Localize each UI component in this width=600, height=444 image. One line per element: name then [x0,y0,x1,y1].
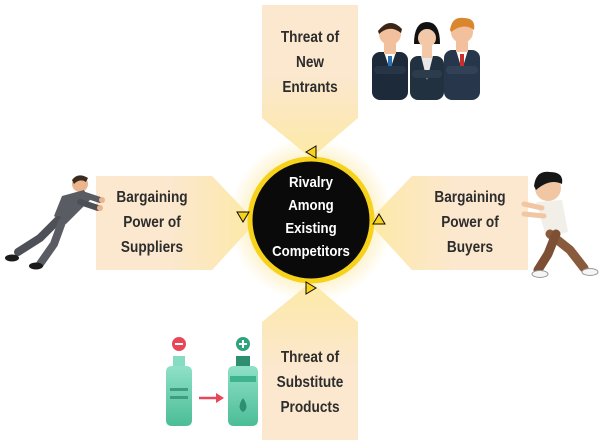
bargaining-power-of-buyers-label: Bargaining Power of Buyers [434,188,506,256]
force-arrow-bottom [262,282,358,440]
force-arrow-left [96,176,256,270]
ring-arrow-bottom [305,281,317,295]
bottle-substitution-icon [166,337,258,426]
man-pushing-icon [5,175,105,270]
boy-pushing-icon [521,171,599,278]
threat-of-new-entrants-label: Threat of New Entrants [280,28,340,96]
bargaining-power-of-suppliers-label: Bargaining Power of Suppliers [116,188,188,256]
rivalry-circle [247,156,375,284]
rivalry-among-existing-competitors-label: Rivalry Among Existing Competitors [272,174,350,260]
ring-arrow-left [236,211,250,223]
businesspeople-group-icon [372,17,480,100]
force-arrow-right [368,176,528,270]
threat-of-substitute-products-label: Threat of Substitute Products [276,348,344,416]
force-arrow-top [262,5,358,158]
ring-arrow-top [305,145,317,159]
ring-arrow-right [372,213,386,225]
